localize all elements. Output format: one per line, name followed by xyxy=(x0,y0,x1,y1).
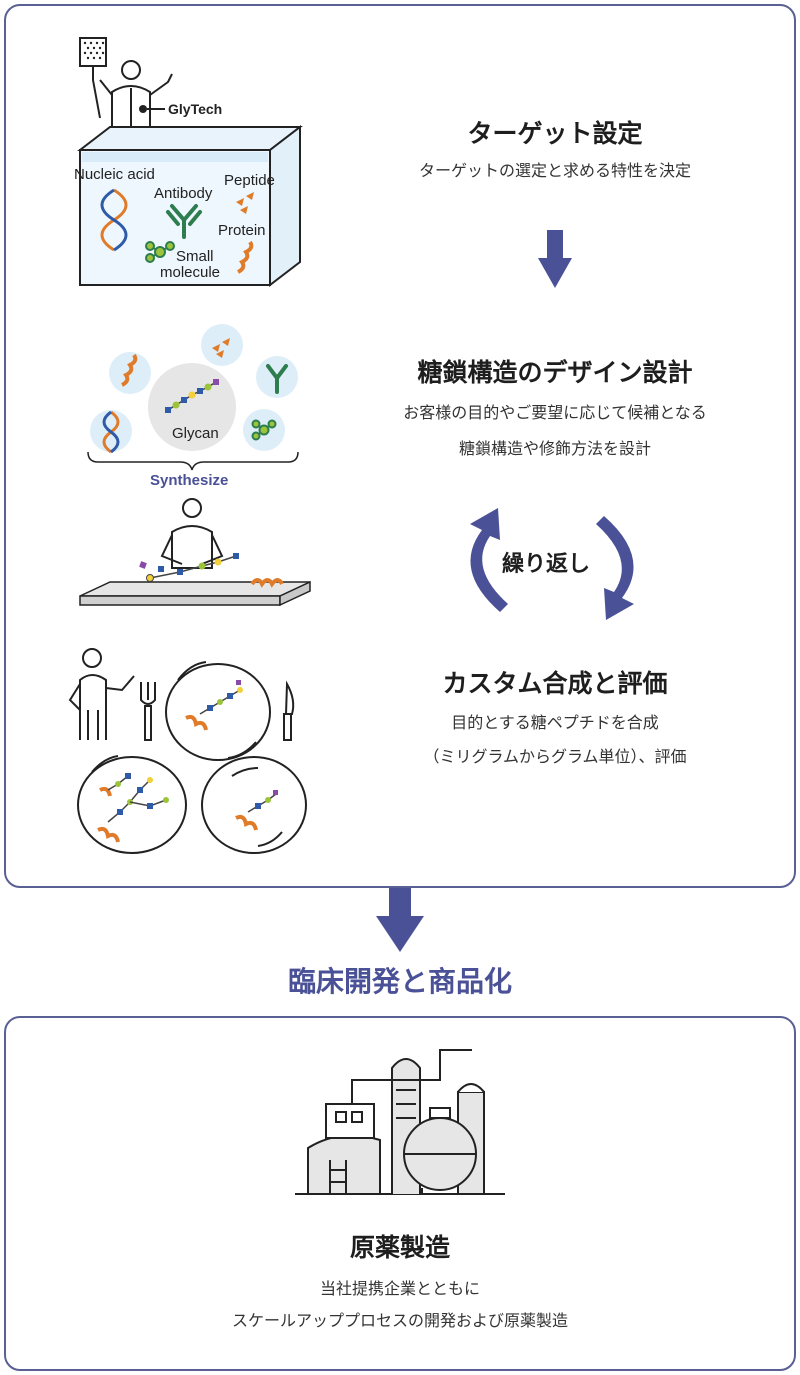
dna-icon xyxy=(100,188,128,252)
step-1-title: ターゲット設定 xyxy=(467,119,643,148)
protein-label: Protein xyxy=(218,222,266,239)
molecule-label: molecule xyxy=(160,264,221,281)
synthesize-label: Synthesize xyxy=(150,472,229,489)
glycopeptide-icon xyxy=(97,680,278,843)
company-label: GlyTech xyxy=(168,101,223,117)
repeat-label: 繰り返し xyxy=(502,552,591,577)
final-desc-line-1: 当社提携企業とともに xyxy=(319,1279,480,1298)
lab-bench-icon xyxy=(79,580,311,607)
final-desc-line-2: スケールアッププロセスの開発および原薬製造 xyxy=(231,1311,568,1330)
glycan-icon xyxy=(165,379,219,413)
chef-icon xyxy=(68,648,135,740)
antibody-icon xyxy=(166,204,202,239)
researcher-icon xyxy=(79,37,173,128)
step-3-desc-line-2: （ミリグラムからグラム単位）、評価 xyxy=(423,747,687,766)
step-2-desc-line-1: お客様の目的やご要望に応じて候補となる xyxy=(403,403,707,422)
fork-icon xyxy=(140,682,156,741)
factory-icon xyxy=(295,1049,505,1195)
arrow-down-icon xyxy=(538,230,572,288)
peptide-icon xyxy=(236,192,254,214)
nucleic-acid-label: Nucleic acid xyxy=(74,166,155,183)
step-2-desc-line-2: 糖鎖構造や修飾方法を設計 xyxy=(458,439,651,458)
synthesis-chain-icon xyxy=(139,553,284,588)
step-2-title: 糖鎖構造のデザイン設計 xyxy=(417,358,693,387)
plates-icon xyxy=(77,661,307,854)
clinical-commercialization-title: 臨床開発と商品化 xyxy=(287,965,512,998)
knife-icon xyxy=(283,680,295,741)
step-3-desc-line-1: 目的とする糖ペプチドを合成 xyxy=(451,713,659,732)
brace-icon xyxy=(87,451,299,471)
final-title: 原薬製造 xyxy=(349,1233,450,1262)
step-3-title: カスタム合成と評価 xyxy=(442,669,668,698)
small-label: Small xyxy=(176,248,214,265)
peptide-label: Peptide xyxy=(224,172,275,189)
small-molecule-icon xyxy=(145,241,175,263)
repeat-arrows-icon xyxy=(470,508,634,620)
antibody-label: Antibody xyxy=(154,185,213,202)
scientist-icon xyxy=(160,498,224,569)
step-1-desc: ターゲットの選定と求める特性を決定 xyxy=(418,161,691,180)
protein-icon xyxy=(237,240,254,274)
arrow-down-large-icon xyxy=(376,888,424,952)
molecule-bubbles xyxy=(90,324,298,454)
glycan-label: Glycan xyxy=(172,425,219,442)
